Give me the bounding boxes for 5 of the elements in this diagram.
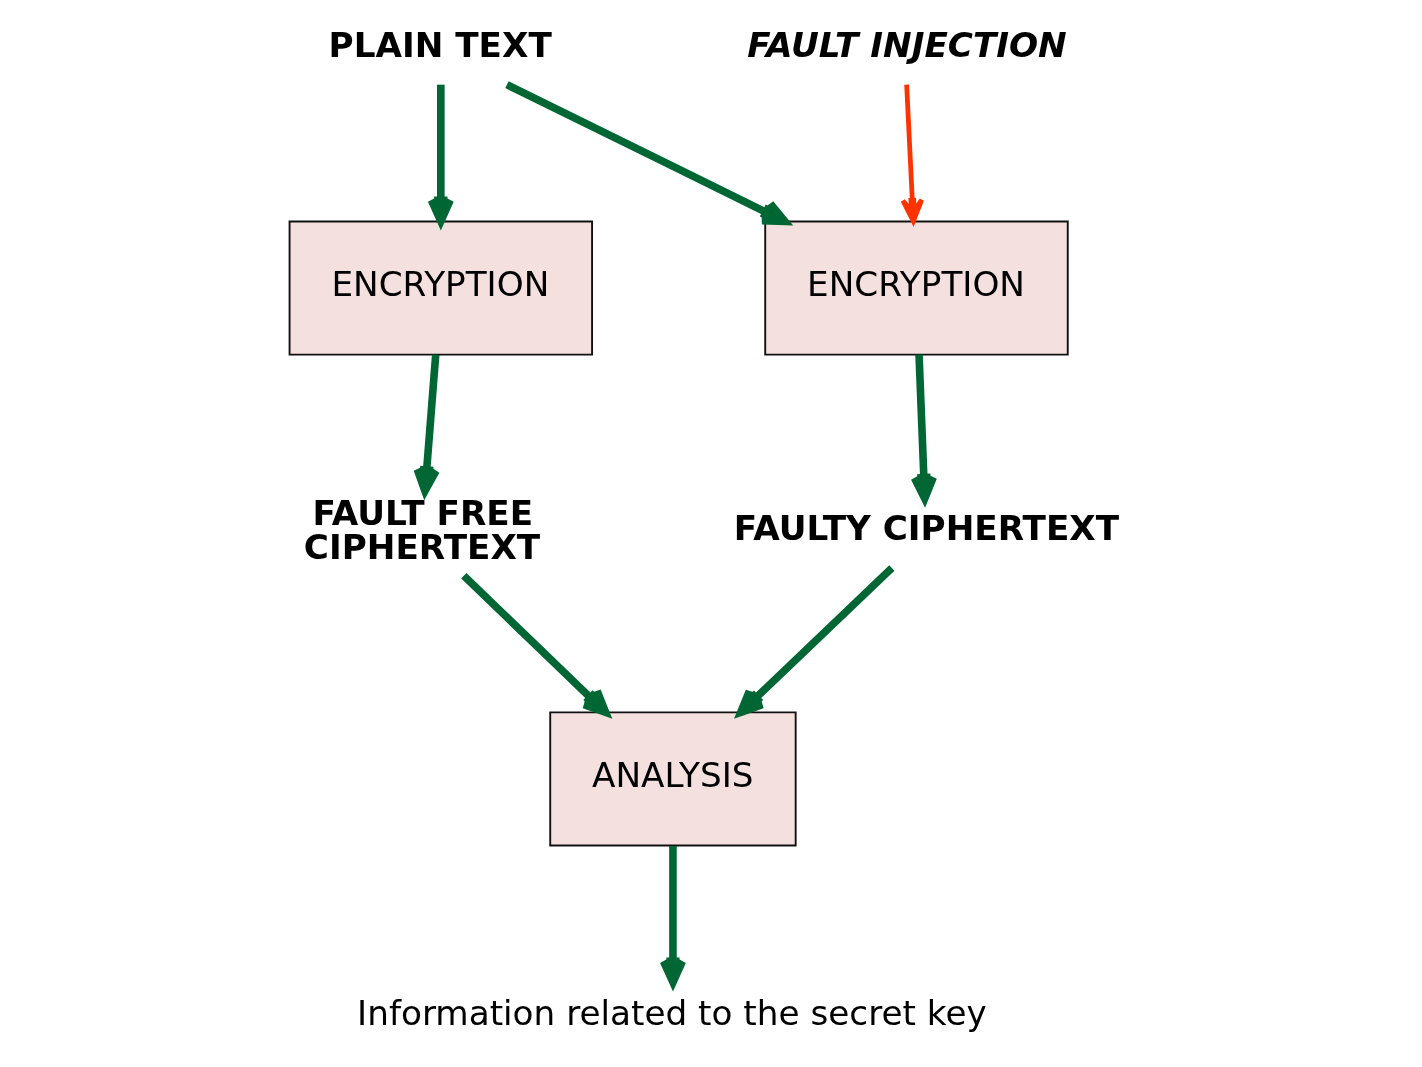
node-text: PLAIN TEXT <box>328 24 552 65</box>
node-text: FAULTY CIPHERTEXT <box>733 507 1120 548</box>
node-text: Information related to the secret key <box>357 993 987 1034</box>
node-text: FAULT FREE CIPHERTEXT <box>303 492 541 567</box>
node-text: FAULT INJECTION <box>747 24 1067 65</box>
